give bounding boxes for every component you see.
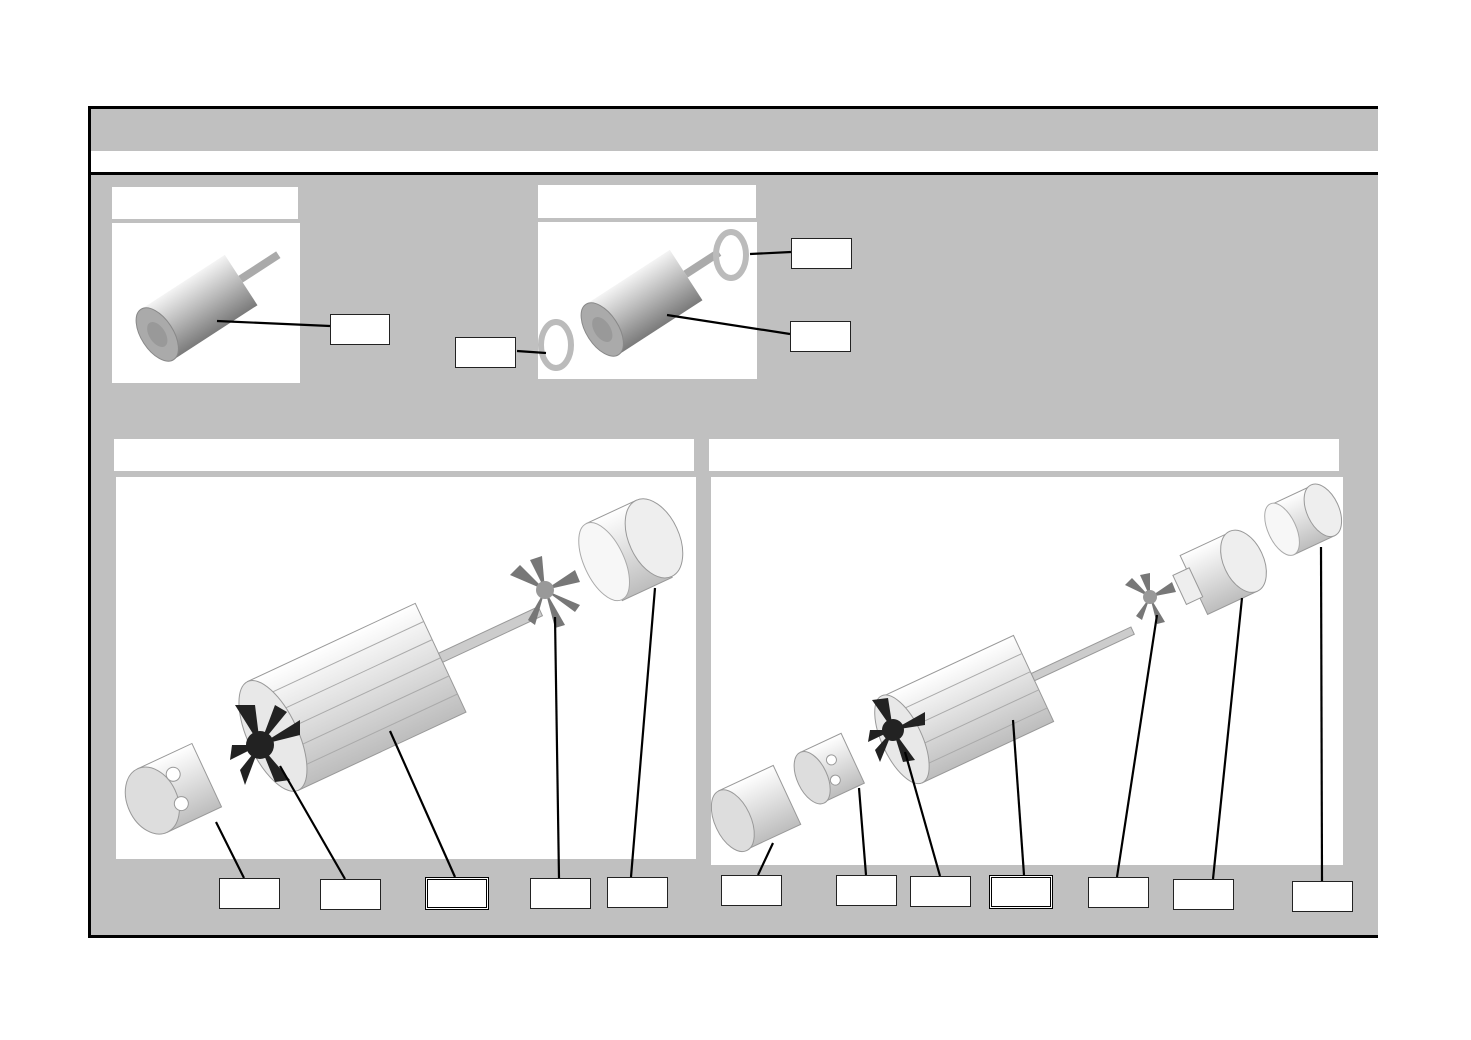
callout-label-box: [1173, 879, 1234, 910]
fan-dark-c: [230, 705, 300, 785]
armature-c: [238, 602, 544, 792]
ring-front: [538, 319, 574, 371]
callout-label-box: [607, 877, 668, 908]
cover-d: [1264, 483, 1343, 556]
callout-label-box: [425, 877, 489, 910]
end-cap-d: [793, 732, 866, 805]
panel-a-title: [112, 187, 298, 219]
callout-label-box: [219, 878, 280, 909]
fan-rear-d: [1125, 573, 1176, 624]
callout-label-box: [836, 875, 897, 906]
callout-label-box: [910, 876, 971, 907]
callout-label-box: [330, 314, 390, 345]
callout-label-box: [791, 238, 852, 269]
motor-housing-b: [580, 249, 722, 357]
callout-label-box: [320, 879, 381, 910]
end-cap-c: [124, 742, 223, 835]
callout-label-box: [721, 875, 782, 906]
motor-housing-a: [135, 251, 281, 362]
bearing-cover-c: [578, 498, 684, 602]
header-subtitle: [91, 151, 1378, 175]
callout-label-box: [455, 337, 516, 368]
callout-label-box: [1292, 881, 1353, 912]
panel-c-title: [114, 439, 694, 471]
callout-label-box: [790, 321, 851, 352]
ring-rear: [713, 229, 749, 281]
callout-label-box: [530, 878, 591, 909]
bearing-housing-d: [1172, 529, 1267, 616]
fan-dark-d: [868, 698, 925, 762]
panel-d-title: [709, 439, 1339, 471]
sleeve-d: [710, 764, 802, 853]
callout-label-box: [1088, 877, 1149, 908]
fan-rear-c: [510, 556, 580, 628]
callout-label-box: [989, 875, 1053, 909]
leader-lines: [215, 250, 1324, 882]
panel-b-title: [538, 185, 756, 218]
